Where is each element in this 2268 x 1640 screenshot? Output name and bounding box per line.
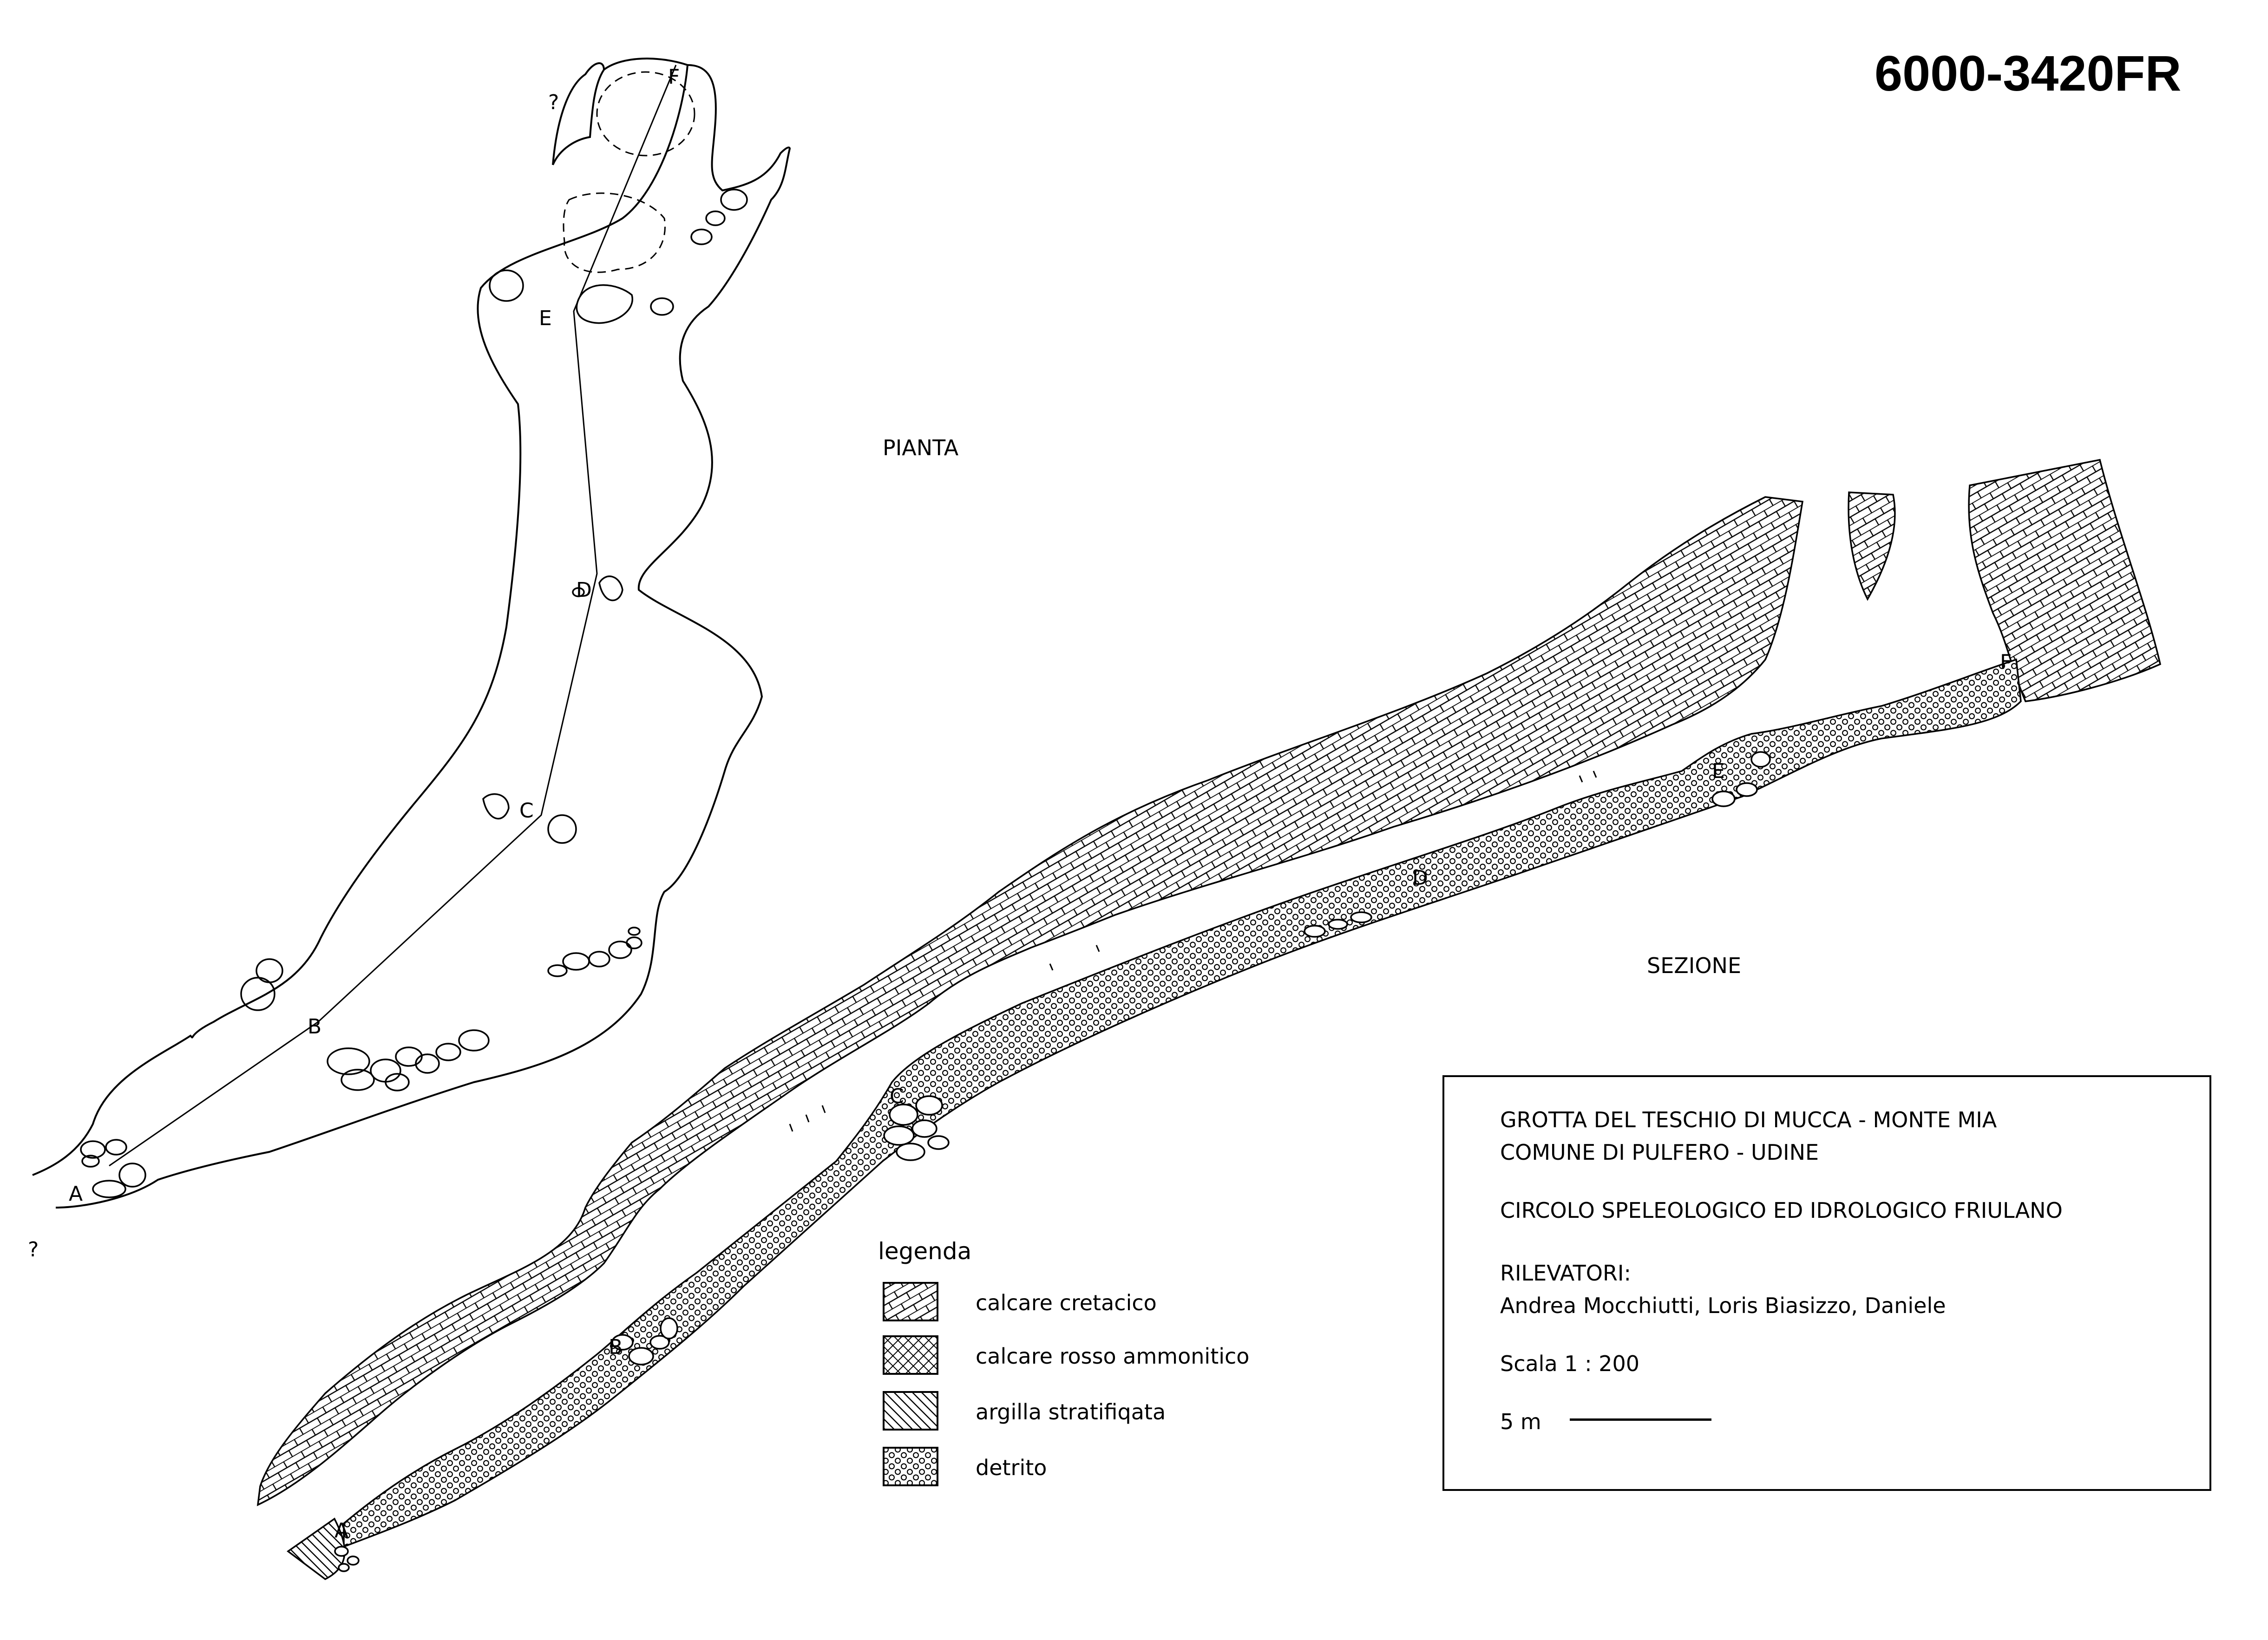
survey-scale: Scala 1 : 200 xyxy=(1500,1351,1640,1376)
plan-unknown-top: ? xyxy=(548,91,559,114)
section-label: SEZIONE xyxy=(1647,953,1741,978)
surveyors-label: RILEVATORI: xyxy=(1500,1261,1631,1286)
plan-label: PIANTA xyxy=(883,435,959,460)
section-station-e: E xyxy=(1712,759,1725,783)
plan-pool-top xyxy=(596,71,695,157)
legend-label: calcare rosso ammonitico xyxy=(976,1344,1250,1369)
plan-station-a: A xyxy=(69,1182,83,1206)
plan-unknown-bottom: ? xyxy=(28,1238,39,1261)
plan-boulders xyxy=(80,189,748,1198)
section-station-c: C xyxy=(890,1085,904,1108)
plan-left-wall xyxy=(32,58,689,1176)
section-station-b: B xyxy=(609,1335,623,1359)
plan-view xyxy=(32,58,791,1209)
legend-title: legenda xyxy=(878,1238,972,1265)
plan-station-b: B xyxy=(308,1015,321,1039)
plan-station-labels: F E D C B A ? ? xyxy=(28,65,680,1261)
cave-name: GROTTA DEL TESCHIO DI MUCCA - MONTE MIA xyxy=(1500,1107,1997,1132)
section-debris-floor xyxy=(343,658,2022,1548)
section-station-a: A xyxy=(334,1519,348,1542)
section-upper-rock xyxy=(256,496,1804,1506)
surveyors-names: Andrea Mocchiutti, Loris Biasizzo, Danie… xyxy=(1500,1293,1946,1318)
plan-top-alcove xyxy=(552,62,605,165)
survey-organization: CIRCOLO SPELEOLOGICO ED IDROLOGICO FRIUL… xyxy=(1500,1198,2063,1223)
plan-station-d: D xyxy=(576,578,592,602)
legend-label: calcare cretacico xyxy=(976,1290,1157,1315)
cave-code: 6000-3420FR xyxy=(1875,45,2182,101)
cave-location: COMUNE DI PULFERO - UDINE xyxy=(1500,1140,1819,1165)
legend-swatch-circles xyxy=(883,1447,938,1486)
plan-station-c: C xyxy=(519,799,534,823)
legend-label: argilla stratifiqata xyxy=(976,1399,1166,1424)
plan-survey-line xyxy=(109,65,677,1167)
plan-station-f: F xyxy=(668,65,680,89)
legend-swatch-crosshatch xyxy=(883,1335,938,1375)
section-right-rock xyxy=(1968,458,2162,702)
section-view xyxy=(256,458,2162,1581)
section-ticks xyxy=(789,771,1597,1132)
legend-swatch-hatch xyxy=(883,1391,938,1431)
section-station-d: D xyxy=(1412,866,1428,890)
section-station-labels: F E D C B A xyxy=(334,650,2012,1542)
legend-label: detrito xyxy=(976,1455,1047,1480)
section-spike xyxy=(1848,491,1896,601)
plan-right-wall xyxy=(55,64,791,1209)
scale-bar xyxy=(1570,1418,1711,1421)
plan-pool-mid xyxy=(563,192,666,273)
survey-info-box: GROTTA DEL TESCHIO DI MUCCA - MONTE MIA … xyxy=(1442,1075,2211,1491)
section-station-f: F xyxy=(2000,650,2012,674)
plan-station-e: E xyxy=(539,307,552,330)
section-boulders xyxy=(334,751,1771,1572)
scale-bar-label: 5 m xyxy=(1500,1409,1541,1434)
legend-swatch-brick xyxy=(883,1282,938,1321)
